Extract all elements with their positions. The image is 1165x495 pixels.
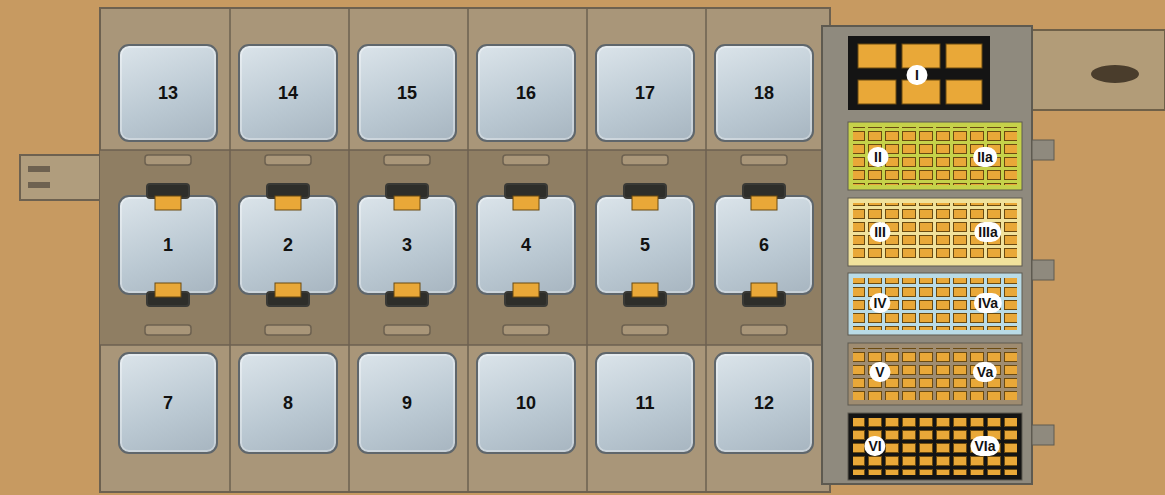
fuse-block-label: IV [869, 293, 890, 313]
relay: 16 [476, 44, 576, 142]
relay: 5 [595, 195, 695, 295]
relay-number: 8 [283, 393, 293, 414]
relay: 17 [595, 44, 695, 142]
fuse-block-label: VI [864, 436, 885, 456]
relay: 4 [476, 195, 576, 295]
relay: 7 [118, 352, 218, 454]
fuse-block-label: V [870, 362, 891, 382]
relay-number: 9 [402, 393, 412, 414]
relay-number: 4 [521, 235, 531, 256]
relay: 8 [238, 352, 338, 454]
fuse-block-label: I [907, 65, 928, 85]
relay-number: 2 [283, 235, 293, 256]
relay-number: 18 [754, 83, 774, 104]
fuse-block-label: Va [973, 362, 997, 382]
relay-number: 7 [163, 393, 173, 414]
relay-number: 12 [754, 393, 774, 414]
fuse-block: V Va [848, 343, 1022, 405]
fuse-block: III IIIa [848, 198, 1022, 266]
relay-number: 10 [516, 393, 536, 414]
relay: 18 [714, 44, 814, 142]
fuse-block: VI VIa [848, 413, 1022, 480]
relay-number: 6 [759, 235, 769, 256]
relay-number: 13 [158, 83, 178, 104]
relay: 6 [714, 195, 814, 295]
fuse-block-label: IIIa [974, 222, 1001, 242]
fuse-block-label: IVa [974, 293, 1002, 313]
relay: 15 [357, 44, 457, 142]
relay-number: 1 [163, 235, 173, 256]
relay: 14 [238, 44, 338, 142]
relay-number: 17 [635, 83, 655, 104]
relay: 11 [595, 352, 695, 454]
fuse-block-label: II [868, 147, 889, 167]
relay-number: 3 [402, 235, 412, 256]
fuse-block: IV IVa [848, 273, 1022, 335]
relay: 12 [714, 352, 814, 454]
relay-number: 5 [640, 235, 650, 256]
relay: 10 [476, 352, 576, 454]
relay-number: 14 [278, 83, 298, 104]
relay: 13 [118, 44, 218, 142]
fuse-block-label: III [870, 222, 891, 242]
relay-number: 15 [397, 83, 417, 104]
relay: 3 [357, 195, 457, 295]
fuse-block: II IIa [848, 122, 1022, 190]
relay-number: 11 [635, 393, 654, 414]
relay-number: 16 [516, 83, 536, 104]
relay: 9 [357, 352, 457, 454]
fuse-block-label: VIa [970, 436, 999, 456]
fuse-block: I [848, 36, 990, 110]
relay: 1 [118, 195, 218, 295]
fuse-block-label: IIa [973, 147, 997, 167]
relay: 2 [238, 195, 338, 295]
